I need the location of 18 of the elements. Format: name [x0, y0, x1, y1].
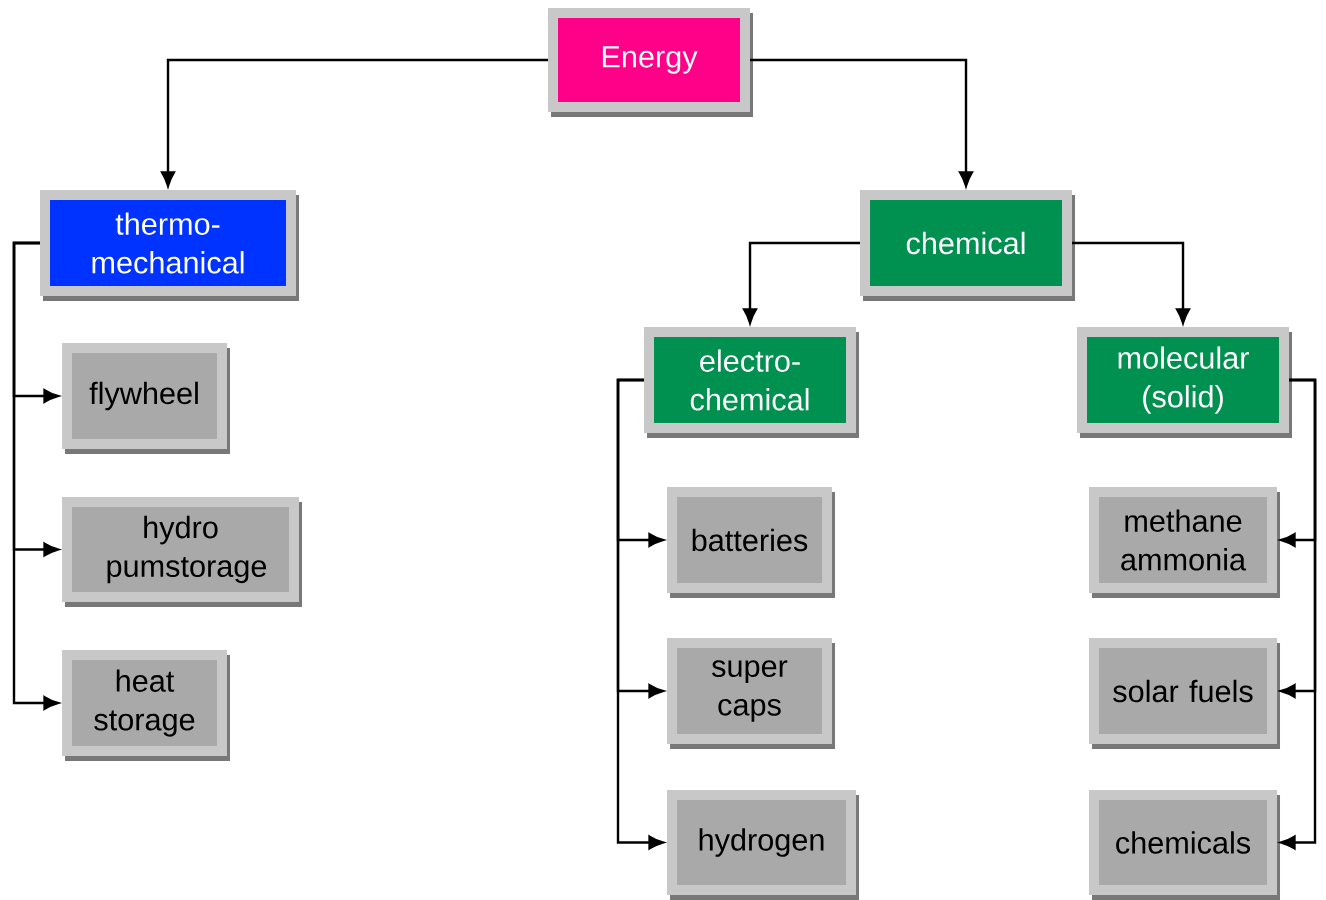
item-box: methane ammonia	[1089, 487, 1280, 598]
category-box: Energy	[548, 8, 753, 117]
category-box: electro-chemical	[644, 327, 859, 438]
item-box: chemicals	[1089, 790, 1280, 900]
item-box: hydro pumstorage	[62, 497, 302, 607]
arrow	[743, 241, 860, 324]
category-box: chemical	[860, 190, 1075, 301]
item-box: hydrogen	[667, 790, 859, 900]
item-box: flywheel	[62, 343, 230, 454]
category-box: thermo-mechanical	[40, 190, 299, 301]
arrow	[750, 58, 973, 187]
item-box: solar fuels	[1089, 638, 1280, 749]
item-box: heat storage	[62, 650, 230, 761]
arrow	[161, 58, 548, 187]
item-box: batteries	[667, 487, 835, 598]
item-box: super caps	[667, 638, 835, 749]
arrow	[1072, 241, 1190, 324]
category-box: molecular (solid)	[1077, 327, 1292, 438]
